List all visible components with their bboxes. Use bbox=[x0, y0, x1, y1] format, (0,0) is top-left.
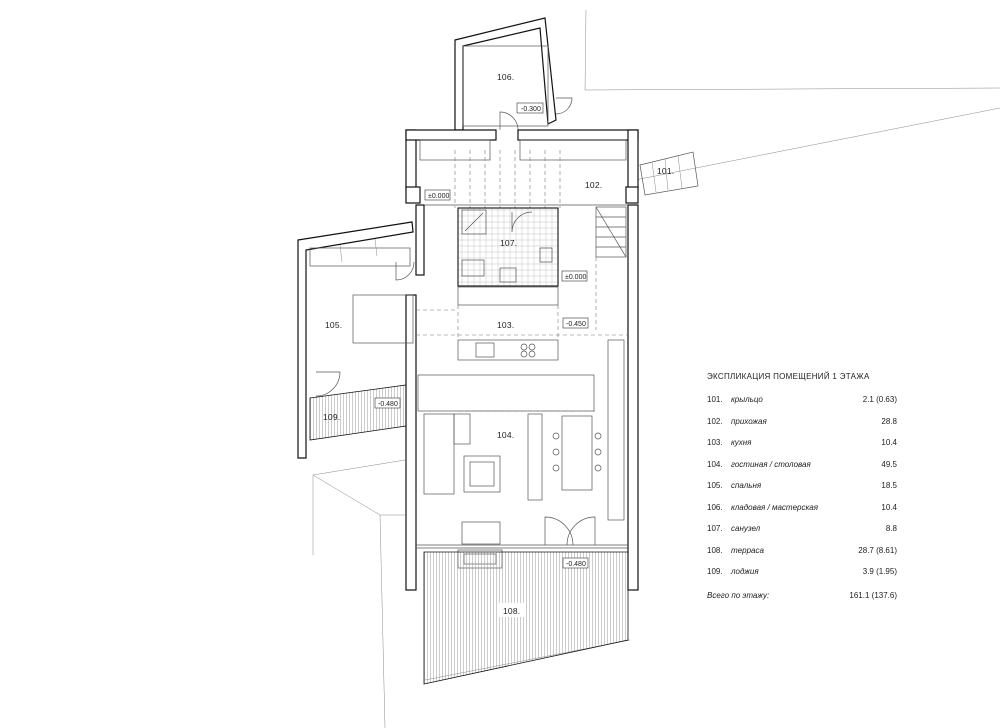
level-marker-terrace: -0.480 bbox=[562, 557, 589, 569]
room-label-106: 106. bbox=[497, 72, 514, 82]
legend-row: 108. терраса 28.7 (8.61) bbox=[707, 545, 897, 555]
svg-text:-0.300: -0.300 bbox=[521, 106, 541, 113]
level-marker-hall: ±0.000 bbox=[424, 189, 451, 201]
legend-row: 107. санузел 8.8 bbox=[707, 524, 897, 533]
level-marker-storage: -0.300 bbox=[516, 102, 544, 114]
room-label-101: 101. bbox=[657, 166, 674, 176]
room-label-109: 109. bbox=[323, 412, 340, 422]
bathroom bbox=[457, 207, 559, 287]
legend-total-label: Всего по этажу: bbox=[707, 590, 770, 600]
room-label-107: 107. bbox=[500, 238, 517, 248]
room-label-105: 105. bbox=[325, 320, 342, 330]
legend-total-area: 161.1 (137.6) bbox=[849, 590, 897, 600]
room-label-103: 103. bbox=[497, 320, 514, 330]
bedroom bbox=[297, 221, 415, 459]
svg-text:-0.450: -0.450 bbox=[566, 321, 586, 328]
living-room bbox=[417, 339, 625, 546]
legend-row: 102. прихожая 28.8 bbox=[707, 416, 897, 426]
room-label-102: 102. bbox=[585, 180, 602, 190]
kitchen bbox=[416, 286, 628, 361]
north-windows bbox=[419, 139, 627, 161]
room-schedule-title: ЭКСПЛИКАЦИЯ ПОМЕЩЕНИЙ 1 ЭТАЖА bbox=[707, 372, 870, 381]
legend-row: 101. крыльцо 2.1 (0.63) bbox=[707, 395, 897, 404]
legend-row: 106. кладовая / мастерская 10.4 bbox=[707, 502, 897, 512]
legend-row: 105. спальня 18.5 bbox=[707, 481, 897, 490]
level-marker-kitchen: -0.450 bbox=[562, 317, 589, 329]
porch bbox=[639, 151, 699, 196]
svg-text:-0.480: -0.480 bbox=[378, 401, 398, 408]
svg-text:±0.000: ±0.000 bbox=[428, 193, 449, 200]
staircase bbox=[595, 206, 627, 330]
legend-total-row: Всего по этажу: 161.1 (137.6) bbox=[707, 591, 897, 600]
level-marker-bath-door: ±0.000 bbox=[561, 270, 588, 282]
svg-text:±0.000: ±0.000 bbox=[565, 274, 586, 281]
hall-dashed-lines bbox=[424, 150, 628, 208]
room-label-104: 104. bbox=[497, 430, 514, 440]
room-label-108: 108. bbox=[503, 606, 520, 616]
room-schedule: ЭКСПЛИКАЦИЯ ПОМЕЩЕНИЙ 1 ЭТАЖА 101. крыль… bbox=[707, 372, 897, 600]
svg-text:-0.480: -0.480 bbox=[566, 561, 586, 568]
main-walls bbox=[405, 129, 639, 591]
legend-row: 104. гостиная / столовая 49.5 bbox=[707, 459, 897, 469]
legend-row: 103. кухня 10.4 bbox=[707, 438, 897, 447]
legend-row: 109. лоджия 3.9 (1.95) bbox=[707, 567, 897, 576]
terrace bbox=[423, 551, 629, 685]
level-marker-loggia: -0.480 bbox=[374, 397, 401, 409]
storage-door bbox=[499, 111, 519, 131]
